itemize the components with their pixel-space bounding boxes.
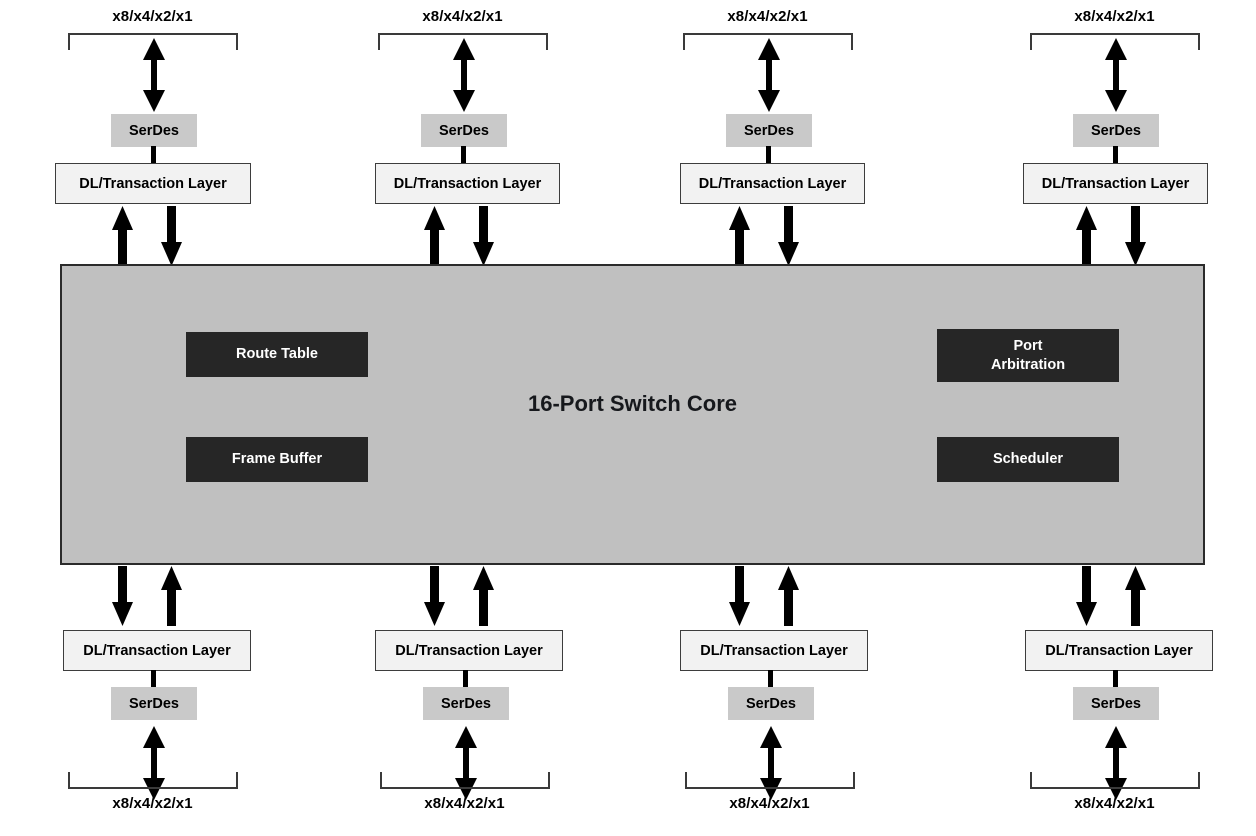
lane-bracket-top-1 [68, 33, 238, 52]
bidirectional-arrow-bottom-3 [760, 726, 782, 800]
arrow-up-to-core-bottom-3 [778, 566, 799, 626]
core-block-scheduler: Scheduler [937, 437, 1119, 482]
lane-label-top-2: x8/x4/x2/x1 [422, 8, 503, 25]
serdes-box-bottom-2: SerDes [423, 687, 509, 720]
switch-core-panel: 16-Port Switch Core Route Table Frame Bu… [60, 264, 1205, 565]
core-block-route-table: Route Table [186, 332, 368, 377]
serdes-dl-connector-bottom-1 [151, 670, 156, 688]
lane-bracket-top-4 [1030, 33, 1200, 52]
serdes-dl-connector-top-4 [1113, 146, 1118, 164]
port-arbitration-line-1: Port [1013, 337, 1043, 354]
serdes-box-top-2: SerDes [421, 114, 507, 147]
dl-transaction-layer-top-3: DL/Transaction Layer [680, 163, 865, 204]
bidirectional-arrow-bottom-2 [455, 726, 477, 800]
lane-label-bottom-3: x8/x4/x2/x1 [729, 795, 810, 812]
lane-label-top-3: x8/x4/x2/x1 [727, 8, 808, 25]
arrow-up-to-layer-top-3 [729, 206, 750, 266]
bidirectional-arrow-top-4 [1105, 38, 1127, 112]
arrow-down-to-layer-bottom-1 [112, 566, 133, 626]
arrow-up-to-core-bottom-4 [1125, 566, 1146, 626]
bidirectional-arrow-top-1 [143, 38, 165, 112]
arrow-down-to-layer-bottom-2 [424, 566, 445, 626]
lane-label-top-4: x8/x4/x2/x1 [1074, 8, 1155, 25]
serdes-box-bottom-4: SerDes [1073, 687, 1159, 720]
lane-bracket-bottom-2 [380, 770, 550, 789]
arrow-down-to-layer-bottom-4 [1076, 566, 1097, 626]
serdes-box-bottom-1: SerDes [111, 687, 197, 720]
arrow-up-to-layer-top-2 [424, 206, 445, 266]
lane-label-bottom-1: x8/x4/x2/x1 [112, 795, 193, 812]
dl-transaction-layer-bottom-1: DL/Transaction Layer [63, 630, 251, 671]
lane-label-top-1: x8/x4/x2/x1 [112, 8, 193, 25]
dl-transaction-layer-bottom-3: DL/Transaction Layer [680, 630, 868, 671]
bidirectional-arrow-top-2 [453, 38, 475, 112]
core-block-port-arbitration: Port Arbitration [937, 329, 1119, 382]
serdes-box-bottom-3: SerDes [728, 687, 814, 720]
port-arbitration-line-2: Arbitration [990, 356, 1066, 373]
serdes-box-top-3: SerDes [726, 114, 812, 147]
arrow-down-to-layer-bottom-3 [729, 566, 750, 626]
dl-transaction-layer-bottom-2: DL/Transaction Layer [375, 630, 563, 671]
dl-transaction-layer-top-2: DL/Transaction Layer [375, 163, 560, 204]
core-block-frame-buffer: Frame Buffer [186, 437, 368, 482]
arrow-down-to-core-top-4 [1125, 206, 1146, 266]
lane-label-bottom-4: x8/x4/x2/x1 [1074, 795, 1155, 812]
bidirectional-arrow-top-3 [758, 38, 780, 112]
arrow-up-to-core-bottom-2 [473, 566, 494, 626]
serdes-dl-connector-top-3 [766, 146, 771, 164]
lane-bracket-bottom-4 [1030, 770, 1200, 789]
arrow-down-to-core-top-2 [473, 206, 494, 266]
lane-bracket-top-3 [683, 33, 853, 52]
serdes-dl-connector-bottom-2 [463, 670, 468, 688]
arrow-down-to-core-top-3 [778, 206, 799, 266]
dl-transaction-layer-top-4: DL/Transaction Layer [1023, 163, 1208, 204]
serdes-dl-connector-top-1 [151, 146, 156, 164]
lane-label-bottom-2: x8/x4/x2/x1 [424, 795, 505, 812]
serdes-dl-connector-bottom-4 [1113, 670, 1118, 688]
arrow-up-to-layer-top-1 [112, 206, 133, 266]
lane-bracket-bottom-1 [68, 770, 238, 789]
serdes-dl-connector-top-2 [461, 146, 466, 164]
serdes-box-top-4: SerDes [1073, 114, 1159, 147]
lane-bracket-top-2 [378, 33, 548, 52]
serdes-dl-connector-bottom-3 [768, 670, 773, 688]
arrow-up-to-layer-top-4 [1076, 206, 1097, 266]
bidirectional-arrow-bottom-4 [1105, 726, 1127, 800]
bidirectional-arrow-bottom-1 [143, 726, 165, 800]
arrow-up-to-core-bottom-1 [161, 566, 182, 626]
dl-transaction-layer-bottom-4: DL/Transaction Layer [1025, 630, 1213, 671]
arrow-down-to-core-top-1 [161, 206, 182, 266]
serdes-box-top-1: SerDes [111, 114, 197, 147]
dl-transaction-layer-top-1: DL/Transaction Layer [55, 163, 251, 204]
lane-bracket-bottom-3 [685, 770, 855, 789]
core-title: 16-Port Switch Core [527, 391, 738, 416]
